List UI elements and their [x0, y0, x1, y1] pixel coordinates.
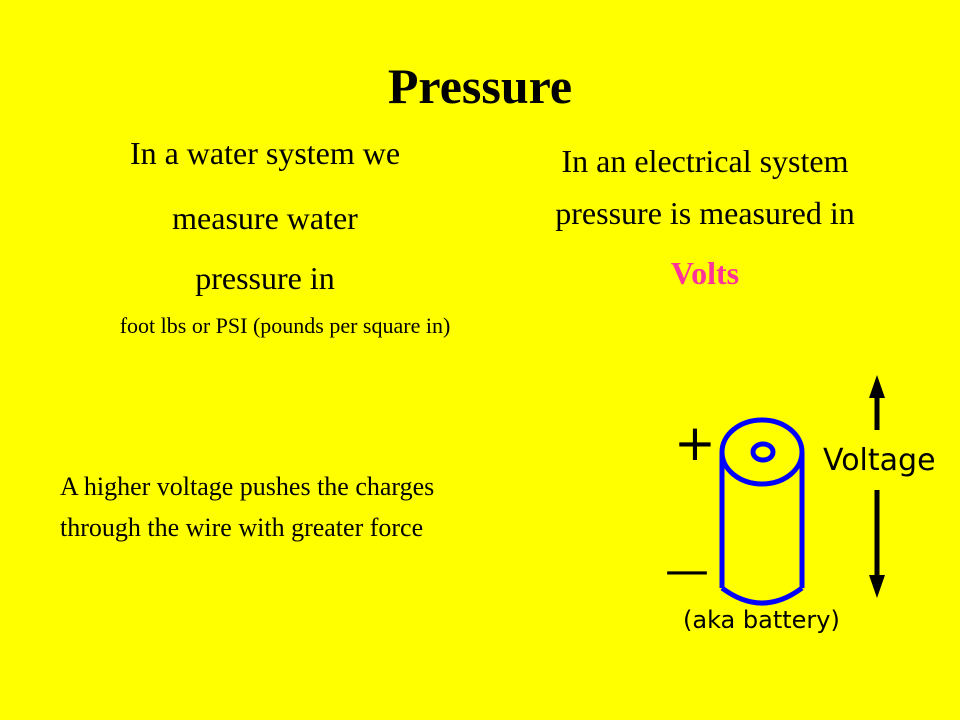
- voltage-note-line-1: A higher voltage pushes the charges: [60, 472, 435, 501]
- plus-sign: +: [674, 414, 716, 472]
- minus-sign: —: [665, 545, 709, 596]
- water-text-line-2: measure water: [172, 200, 358, 236]
- voltage-note-line-2: through the wire with greater force: [60, 513, 424, 542]
- water-text-line-1: In a water system we: [129, 135, 401, 171]
- volts-label: Volts: [670, 255, 740, 291]
- battery-caption: (aka battery): [683, 606, 840, 634]
- slide-title: Pressure: [387, 58, 573, 114]
- water-units-text: foot lbs or PSI (pounds per square in): [119, 313, 451, 338]
- electrical-text-line-2: pressure is measured in: [555, 195, 855, 231]
- battery-icon: [719, 417, 805, 606]
- voltage-arrow: [869, 375, 885, 598]
- voltage-label: Voltage: [823, 443, 936, 478]
- electrical-text-line-1: In an electrical system: [561, 143, 849, 179]
- water-text-line-3: pressure in: [195, 260, 335, 296]
